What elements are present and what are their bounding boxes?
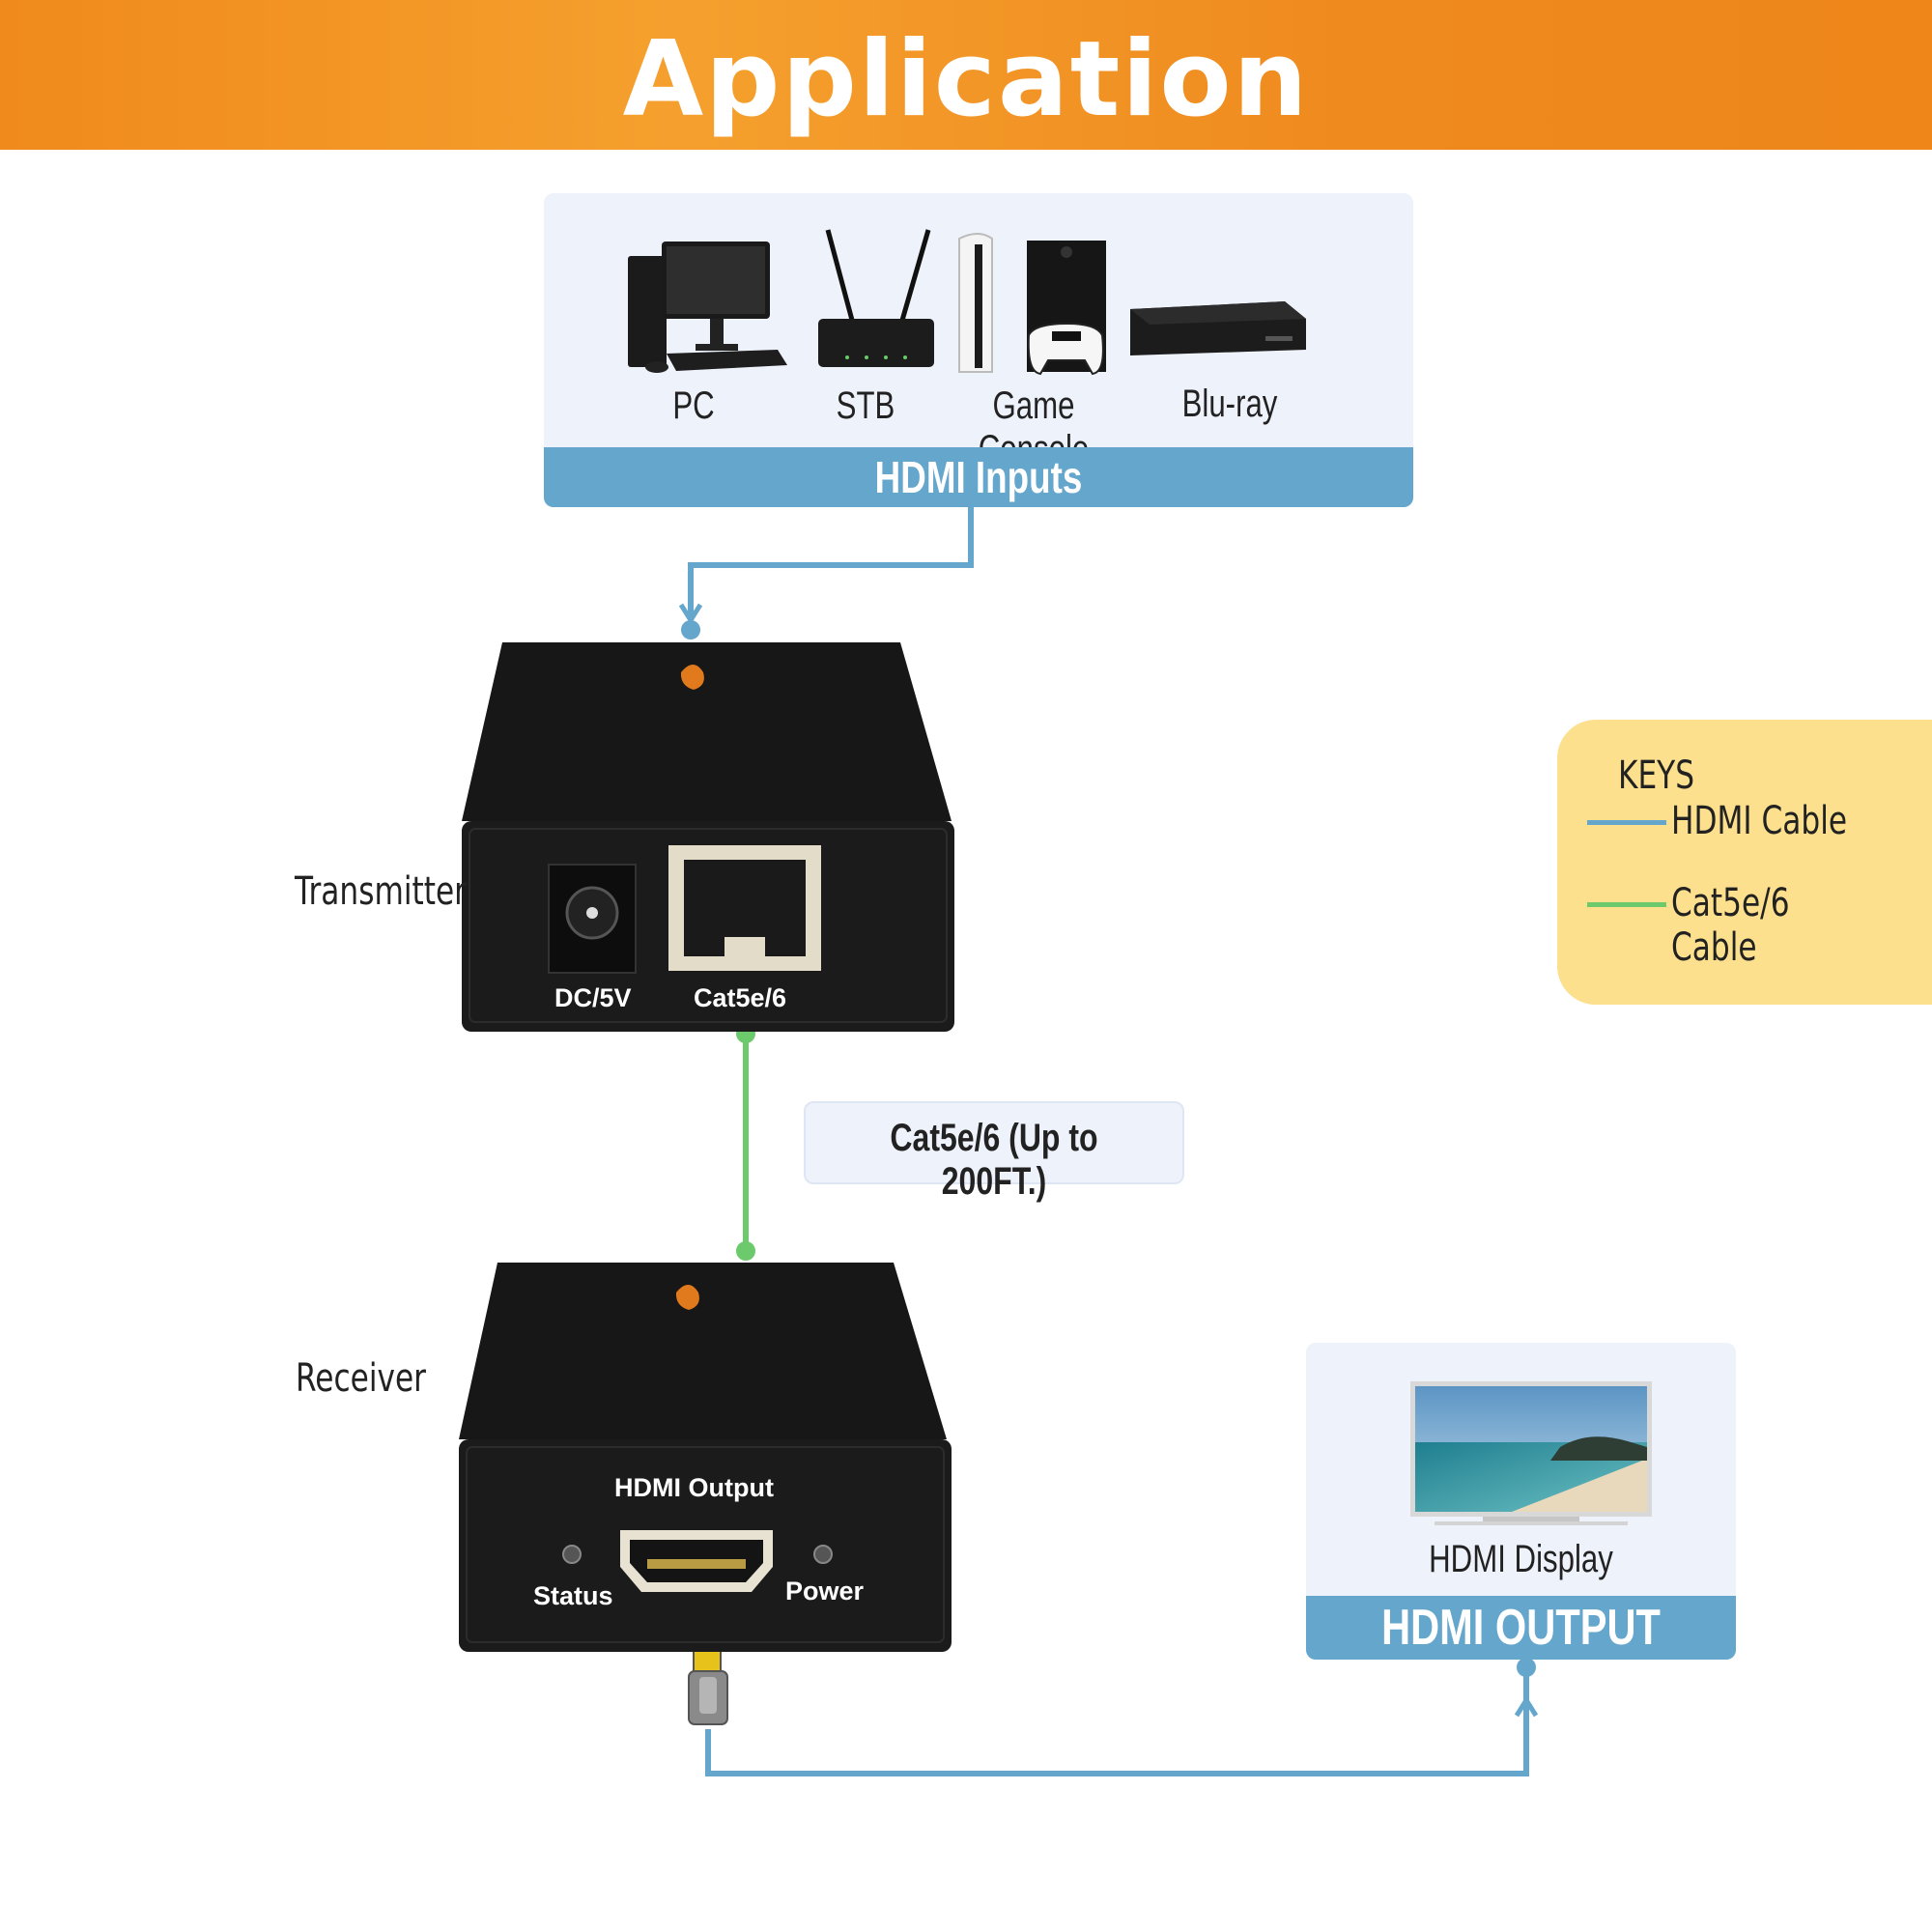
transmitter-label: Transmitter bbox=[295, 869, 467, 914]
key-swatch-cat bbox=[1587, 902, 1666, 907]
power-led bbox=[813, 1545, 833, 1564]
hdmi-display-label: HDMI Display bbox=[1429, 1538, 1613, 1580]
hdmi-output-connector-dot bbox=[1517, 1658, 1536, 1677]
device-label-stb: STB bbox=[836, 384, 895, 427]
keys-legend bbox=[1557, 720, 1932, 1005]
transmitter-port-cat-label: Cat5e/6 bbox=[694, 983, 787, 1012]
receiver-device bbox=[459, 1263, 952, 1652]
cable-length-label: Cat5e/6 (Up to 200FT.) bbox=[890, 1117, 1098, 1203]
logo-flame-icon bbox=[680, 665, 704, 690]
hdmi-plug-icon bbox=[688, 1646, 728, 1725]
cat-connector-dot-bottom bbox=[736, 1241, 755, 1261]
hdmi-output-cable bbox=[705, 1669, 1529, 1776]
header-banner bbox=[0, 0, 1932, 150]
receiver-label: Receiver bbox=[296, 1356, 426, 1401]
hdmi-output-arrow bbox=[1514, 1695, 1539, 1718]
hdmi-inputs-bar: HDMI Inputs bbox=[544, 447, 1413, 507]
pc-icon bbox=[628, 242, 787, 373]
hdmi-input-connector-dot bbox=[681, 620, 700, 639]
hdmi-input-cable bbox=[688, 507, 974, 618]
key-label-cat: Cat5e/6 Cable bbox=[1671, 881, 1790, 970]
game-console-icon bbox=[958, 233, 1106, 376]
key-swatch-hdmi bbox=[1587, 820, 1666, 825]
key-label-hdmi: HDMI Cable bbox=[1671, 799, 1848, 843]
hdmi-output-label: HDMI OUTPUT bbox=[1381, 1600, 1661, 1656]
device-label-bluray: Blu-ray bbox=[1181, 383, 1278, 425]
tv-display-icon bbox=[1410, 1381, 1652, 1525]
page-title: Application bbox=[622, 19, 1310, 140]
status-led bbox=[562, 1545, 582, 1564]
receiver-status-label: Status bbox=[533, 1581, 613, 1610]
device-label-pc: PC bbox=[672, 384, 715, 427]
keys-title: KEYS bbox=[1618, 753, 1695, 798]
bluray-player-icon bbox=[1130, 301, 1306, 355]
transmitter-device bbox=[462, 642, 954, 1032]
router-icon bbox=[818, 229, 934, 367]
logo-flame-icon bbox=[675, 1285, 699, 1310]
hdmi-inputs-label: HDMI Inputs bbox=[874, 452, 1083, 502]
receiver-port-hdmi-label: HDMI Output bbox=[614, 1473, 774, 1502]
hdmi-output-bar: HDMI OUTPUT bbox=[1306, 1596, 1736, 1660]
receiver-power-label: Power bbox=[785, 1577, 865, 1605]
cable-length-callout: Cat5e/6 (Up to 200FT.) bbox=[804, 1101, 1184, 1203]
transmitter-port-dc-label: DC/5V bbox=[554, 983, 632, 1012]
